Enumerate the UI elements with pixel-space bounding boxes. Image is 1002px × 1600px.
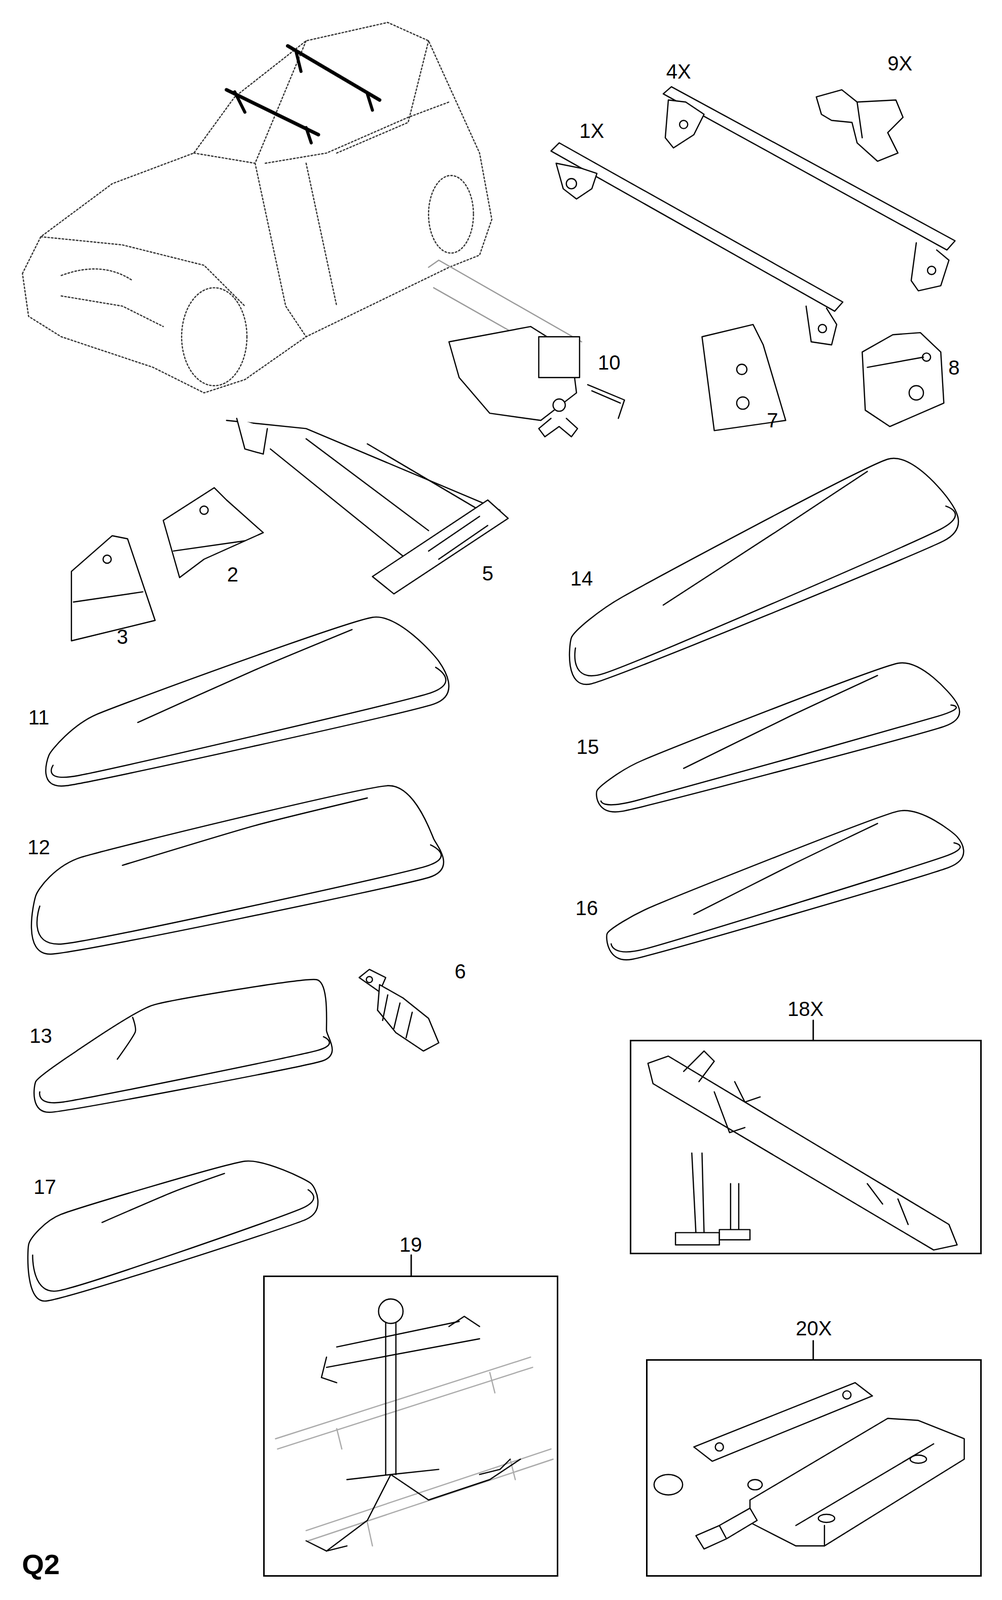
callout-number: 4X (666, 61, 692, 82)
callout-number: 7 (766, 410, 778, 431)
clip-part (816, 89, 904, 162)
mount-kit (654, 1382, 965, 1550)
roof-box-rim (37, 845, 442, 945)
callout-number: 6 (454, 961, 466, 982)
roof-bars (226, 46, 380, 143)
roof-box-ridge (122, 798, 368, 866)
roof-box-rim (575, 506, 956, 676)
callout-number: 13 (29, 1025, 53, 1047)
roof-box-shell (27, 1161, 318, 1302)
callout-number: 1X (579, 120, 605, 141)
bike-rack (275, 1299, 553, 1552)
callout-number: 3 (116, 626, 128, 648)
callout-number: 14 (570, 568, 594, 589)
bike-carrier (648, 1051, 958, 1250)
tool-frame (226, 418, 509, 594)
callout-number: 8 (948, 357, 960, 378)
roof-bar-1x (551, 142, 843, 346)
roof-boxes (27, 458, 964, 1302)
roof-box-ridge (683, 675, 878, 769)
roof-bar-4x (663, 86, 955, 292)
callout-number: 9X (887, 53, 913, 74)
callout-number: 19 (399, 1234, 423, 1256)
roof-box-rim (39, 1036, 330, 1103)
roof-box (31, 785, 444, 955)
roof-box-shell (569, 458, 959, 685)
callout-number: 18X (787, 998, 824, 1020)
callout-number: 11 (28, 707, 50, 728)
callout-number: 15 (576, 736, 600, 758)
inset-frame: 18X (629, 1040, 982, 1255)
foot-pad (71, 535, 156, 641)
callout-number: 12 (27, 837, 51, 858)
roof-box-rim (51, 667, 446, 778)
inset-frame: 19 (263, 1275, 559, 1578)
foot-cover (862, 332, 944, 427)
roof-box-ridge (663, 471, 868, 606)
inset-frame: 20X (646, 1359, 982, 1578)
callout-number: 16 (575, 898, 599, 919)
lock-cylinder (359, 969, 439, 1052)
roof-box-shell (45, 617, 449, 786)
roof-box (45, 617, 449, 786)
roof-box-shell (33, 979, 333, 1113)
foot-pad (163, 487, 264, 578)
roof-box-shell (31, 785, 444, 955)
roof-box (606, 810, 964, 960)
roof-box-ridge (137, 629, 353, 723)
roof-box-shell (606, 810, 964, 960)
roof-box (33, 979, 333, 1113)
foot-pad (701, 324, 786, 431)
roof-box-rim (611, 843, 960, 953)
roof-box (596, 662, 960, 812)
roof-box-shell (596, 662, 960, 812)
callout-number: 5 (482, 563, 494, 584)
callout-number: 20X (795, 1318, 832, 1339)
hole (102, 555, 112, 564)
figure-code: Q2 (21, 1550, 60, 1580)
leader-line (411, 1020, 814, 1360)
roof-box-ridge (117, 1017, 136, 1060)
roof-box-rim (600, 705, 957, 806)
callout-number: 10 (597, 352, 621, 373)
callout-number: 2 (227, 564, 239, 585)
callout-number: 17 (33, 1176, 57, 1198)
roof-box-ridge (101, 1173, 225, 1224)
roof-box (569, 458, 959, 685)
car-outline (22, 22, 492, 393)
bar-foot (428, 260, 625, 437)
roof-box (27, 1161, 318, 1302)
roof-box-ridge (693, 823, 878, 915)
hole (199, 506, 208, 515)
